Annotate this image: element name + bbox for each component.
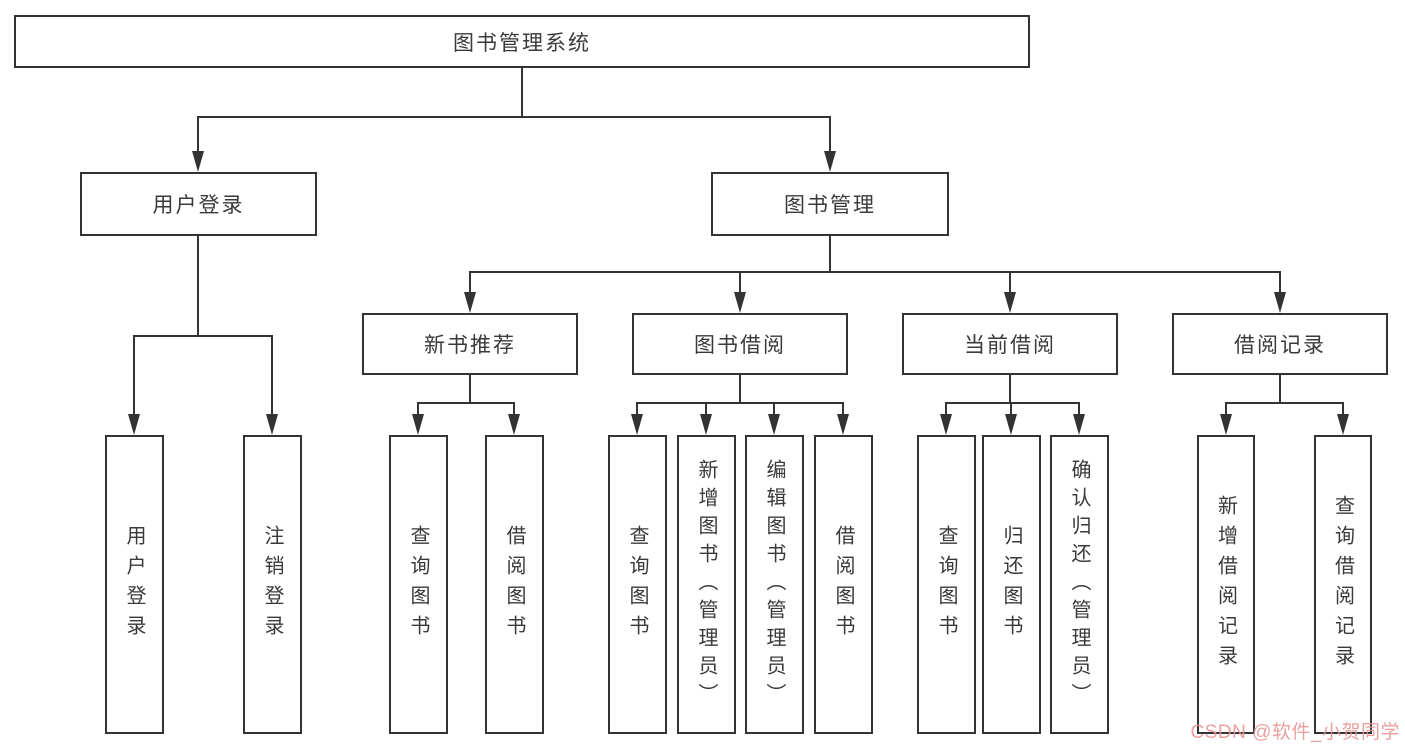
- leaf-borrow-borrow-books: 借阅图书: [814, 435, 873, 734]
- leaf-current-confirm-return-admin: 确认归还（管理员）: [1050, 435, 1109, 734]
- leaf-user-login: 用户登录: [105, 435, 164, 734]
- leaf-newbook-query-books: 查询图书: [389, 435, 448, 734]
- connector-root-to-level2: [192, 68, 836, 172]
- leaf-current-query-books: 查询图书: [917, 435, 976, 734]
- leaf-records-query-record: 查询借阅记录: [1314, 435, 1372, 734]
- leaf-logout: 注销登录: [243, 435, 302, 734]
- node-book-management: 图书管理: [711, 172, 949, 236]
- node-current-borrow: 当前借阅: [902, 313, 1118, 375]
- node-borrow-records: 借阅记录: [1172, 313, 1388, 375]
- node-book-borrow: 图书借阅: [632, 313, 848, 375]
- node-root: 图书管理系统: [14, 15, 1030, 68]
- connector-book-borrow-to-leaves: [631, 375, 849, 435]
- connector-new-book-to-leaves: [412, 375, 520, 435]
- node-new-book-recommend: 新书推荐: [362, 313, 578, 375]
- connector-current-borrow-to-leaves: [940, 375, 1085, 435]
- node-user-login: 用户登录: [80, 172, 317, 236]
- leaf-current-return-books: 归还图书: [982, 435, 1041, 734]
- connector-book-management-to-level3: [464, 236, 1286, 313]
- watermark: CSDN @软件_小贺同学: [1190, 722, 1400, 743]
- connector-user-login-to-leaves: [128, 236, 278, 435]
- leaf-borrow-edit-book-admin: 编辑图书（管理员）: [745, 435, 804, 734]
- leaf-borrow-add-book-admin: 新增图书（管理员）: [677, 435, 736, 734]
- leaf-borrow-query-books: 查询图书: [608, 435, 667, 734]
- leaf-newbook-borrow-books: 借阅图书: [485, 435, 544, 734]
- leaf-records-add-record: 新增借阅记录: [1197, 435, 1255, 734]
- connector-borrow-records-to-leaves: [1220, 375, 1349, 435]
